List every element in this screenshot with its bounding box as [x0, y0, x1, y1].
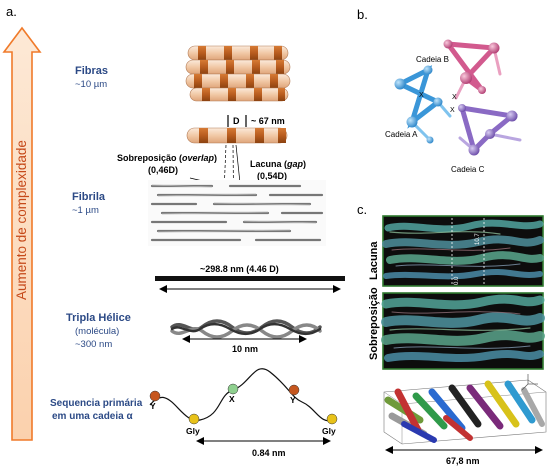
- chain-mark-x3: X: [450, 107, 455, 114]
- fibril-stagger-diagram: [148, 180, 326, 246]
- overlap-label: Sobreposição (overlap): [117, 153, 217, 163]
- residue-label-gly1: Gly: [186, 426, 200, 436]
- triple-helix: [170, 319, 322, 339]
- level-sequencia-sub: em uma cadeia α: [52, 411, 133, 422]
- overlap-value: (0,46D): [148, 165, 178, 175]
- level-tripla-size: ~300 nm: [75, 339, 112, 350]
- level-fibrila-title: Fibrila: [72, 191, 106, 203]
- sequence-backbone: [149, 368, 335, 422]
- level-fibrila-size: ~1 µm: [72, 205, 99, 216]
- level-tripla-title: Tripla Hélice: [66, 312, 131, 324]
- micrograph-overlap: [381, 292, 545, 370]
- d-period-d: D: [233, 116, 240, 126]
- level-fibras-title: Fibras: [75, 65, 108, 77]
- panel-label-c: c.: [357, 202, 367, 217]
- chain-c-structure: [458, 104, 522, 156]
- chain-mark-x2: X: [452, 94, 457, 101]
- model-length-label: 67,8 nm: [446, 456, 480, 466]
- chain-mark-x1: X: [419, 92, 424, 99]
- micro-tick-bottom: 0.0: [454, 276, 460, 285]
- packing-model: [383, 374, 547, 445]
- micrograph-overlap-label: Sobreposição: [368, 287, 380, 360]
- chain-c-label: Cadeia C: [451, 165, 485, 174]
- chain-a-structure: [394, 65, 452, 144]
- chain-b-label: Cadeia B: [416, 55, 449, 64]
- gap-label: Lacuna (gap): [250, 159, 306, 169]
- fibril-rod: [186, 127, 288, 144]
- residue-beads: [149, 383, 338, 425]
- residue-spacing-label: 0.84 nm: [252, 448, 286, 458]
- micro-tick-top: 10.7: [475, 233, 481, 245]
- d-period-value: ~ 67 nm: [251, 116, 285, 126]
- fibril-length-label: ~298.8 nm (4.46 D): [200, 264, 279, 274]
- panel-label-b: b.: [357, 7, 368, 22]
- chain-b-structure: [443, 39, 502, 100]
- micrograph-gap: [382, 215, 544, 287]
- complexity-axis-label: Aumento de complexidade: [14, 140, 29, 300]
- level-sequencia-title: Sequencia primária: [50, 398, 143, 409]
- residue-label-gly2: Gly: [322, 426, 336, 436]
- chain-a-label: Cadeia A: [385, 130, 418, 139]
- level-fibras-size: ~10 µm: [75, 79, 107, 90]
- d-period-marker: D ~ 67 nm: [227, 115, 285, 127]
- gap-value: (0,54D): [257, 171, 287, 181]
- complexity-arrow: [2, 26, 42, 441]
- fibril-length-bar: [155, 276, 345, 281]
- residue-label-y2: Y: [290, 395, 296, 405]
- residue-label-x: X: [229, 394, 235, 404]
- micrograph-gap-label: Lacuna: [368, 241, 380, 280]
- level-tripla-sub: (molécula): [75, 326, 119, 337]
- fiber-bundle: [185, 45, 291, 102]
- helix-length-label: 10 nm: [232, 344, 258, 354]
- panel-label-a: a.: [6, 4, 17, 19]
- residue-label-y1: Y: [150, 401, 156, 411]
